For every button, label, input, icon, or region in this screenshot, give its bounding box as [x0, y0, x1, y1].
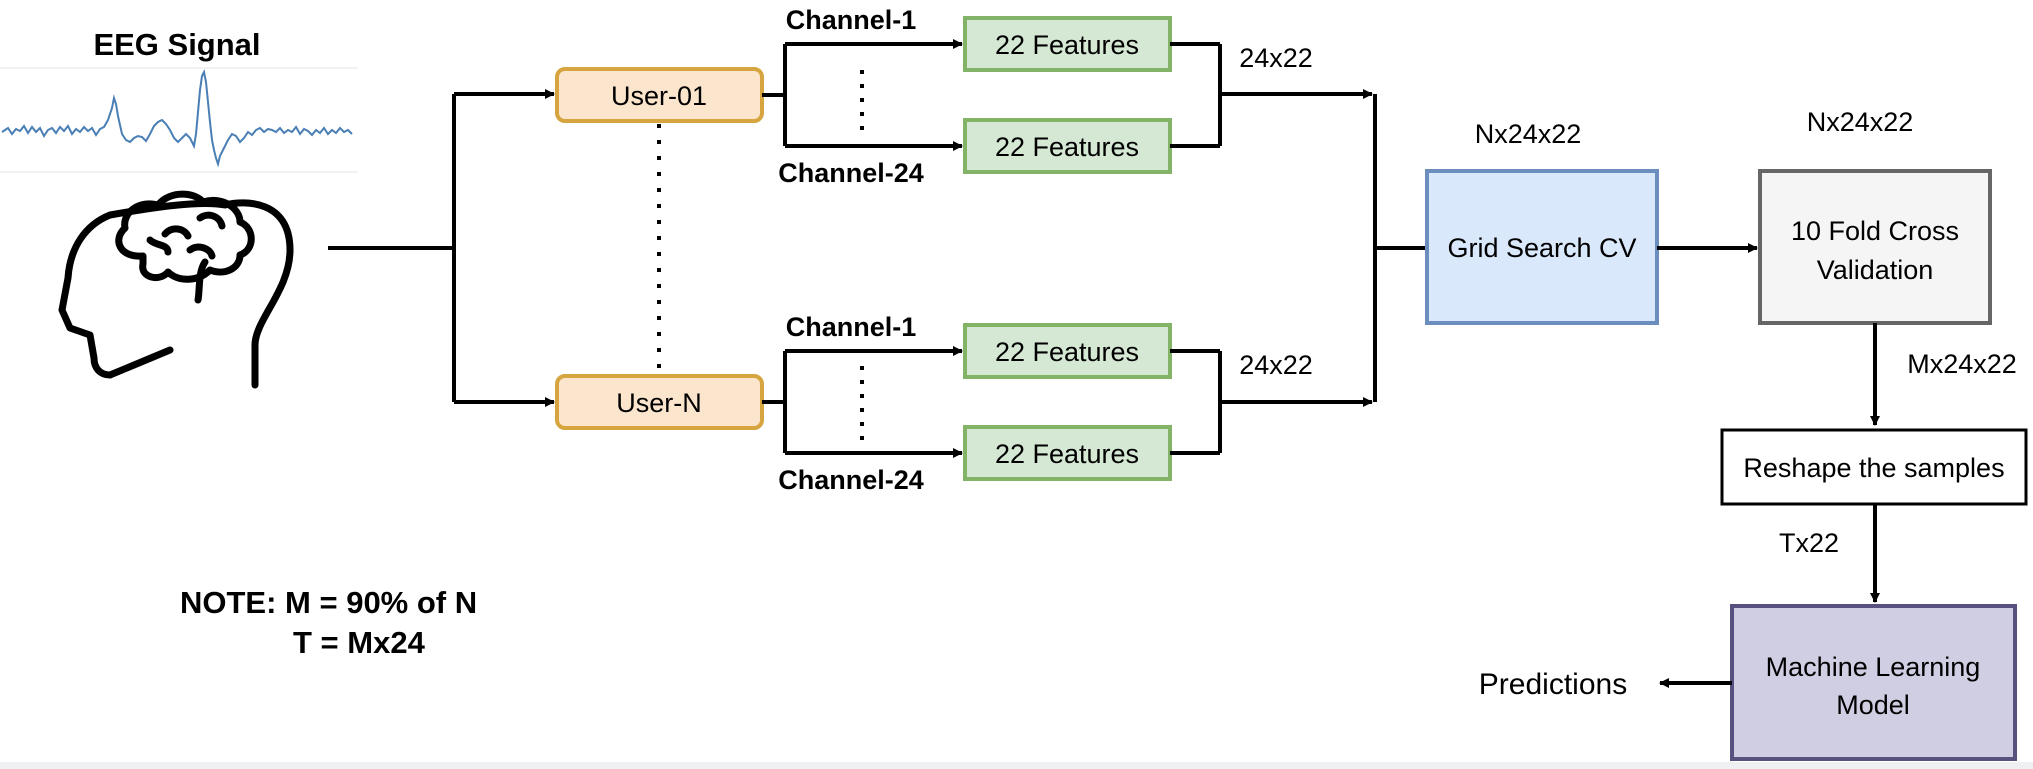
predictions-label: Predictions [1479, 668, 1627, 701]
eeg-title: EEG Signal [93, 27, 260, 62]
cross-validation-label-line2: Validation [1817, 255, 1934, 285]
grid-input-dim-label: Nx24x22 [1475, 119, 1582, 149]
user-01-label: User-01 [611, 81, 707, 111]
lower-channel-24-label: Channel-24 [778, 465, 924, 495]
head-brain-icon [58, 190, 294, 389]
features-label-upper-2: 22 Features [995, 132, 1139, 162]
features-box-lower-1 [963, 323, 1172, 379]
ml-model-box [1730, 604, 2017, 761]
cross-validation-box [1758, 169, 1992, 325]
upper-channel-24-label: Channel-24 [778, 158, 924, 188]
upper-channel-1-label: Channel-1 [786, 5, 917, 35]
cv-input-dim-label: Nx24x22 [1807, 107, 1914, 137]
features-box-upper-2 [963, 118, 1172, 174]
bottom-strip [0, 762, 2033, 769]
reshape-output-dim-label: Tx22 [1779, 528, 1839, 558]
features-box-upper-1 [963, 16, 1172, 72]
lower-channel-1-label: Channel-1 [786, 312, 917, 342]
eeg-signal-trace [1, 68, 353, 168]
note-line-1: NOTE: M = 90% of N [180, 585, 478, 620]
upper-dim-label: 24x22 [1239, 43, 1313, 73]
reshape-label: Reshape the samples [1743, 453, 2004, 483]
features-label-lower-2: 22 Features [995, 439, 1139, 469]
features-label-lower-1: 22 Features [995, 337, 1139, 367]
note-text: NOTE: M = 90% of N T = Mx24 [180, 583, 477, 663]
ml-model-label-line1: Machine Learning [1766, 652, 1981, 682]
ml-model-label-line2: Model [1836, 690, 1910, 720]
reshape-box [1720, 428, 2028, 506]
features-box-lower-2 [963, 425, 1172, 481]
features-label-upper-1: 22 Features [995, 30, 1139, 60]
cv-output-dim-label: Mx24x22 [1907, 349, 2017, 379]
user-n-label: User-N [616, 388, 702, 418]
cross-validation-label-line1: 10 Fold Cross [1791, 216, 1959, 246]
note-line-2: T = Mx24 [293, 625, 425, 660]
lower-dim-label: 24x22 [1239, 350, 1313, 380]
grid-search-cv-label: Grid Search CV [1447, 233, 1636, 263]
